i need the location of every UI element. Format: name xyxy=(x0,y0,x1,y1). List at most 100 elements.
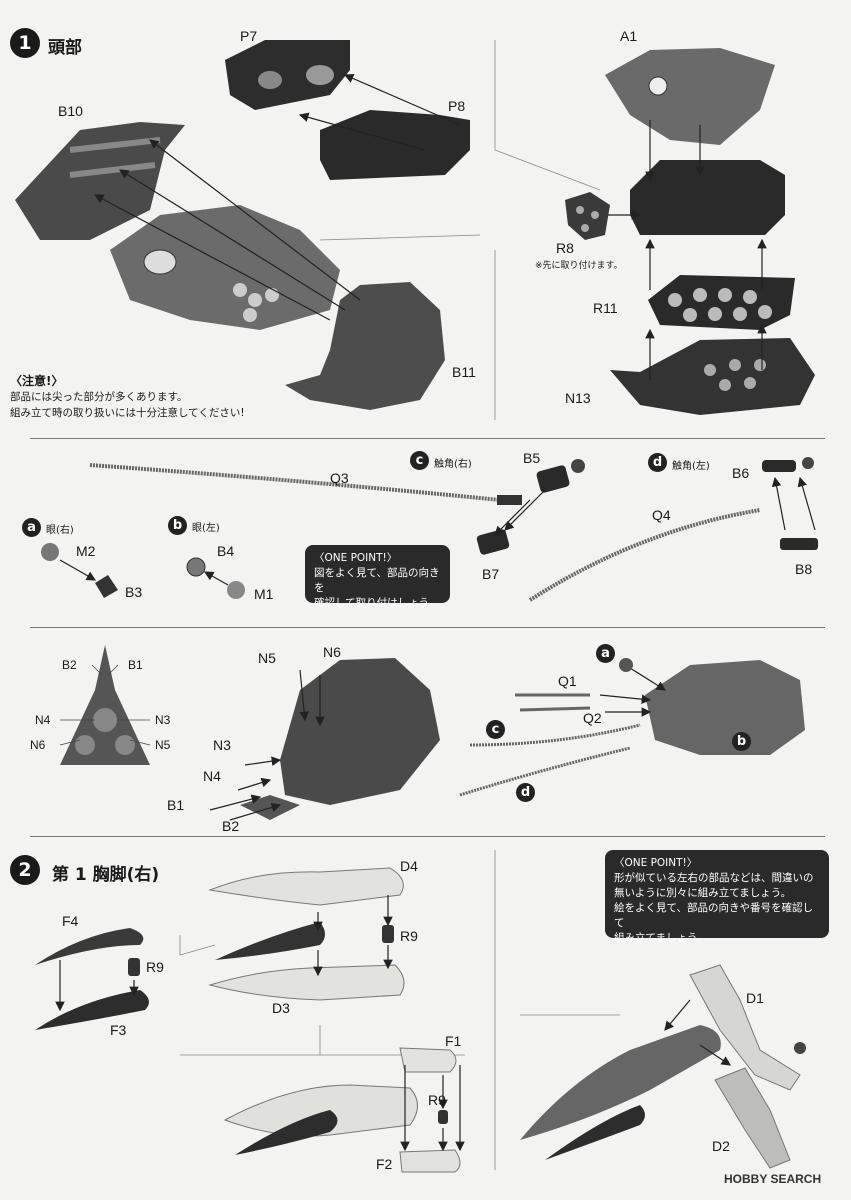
label-b6: B6 xyxy=(732,465,750,481)
step-1-title: 頭部 xyxy=(48,38,82,58)
label-p8: P8 xyxy=(448,98,466,114)
label-f1: F1 xyxy=(445,1033,462,1049)
label-m2: M2 xyxy=(76,543,96,559)
label-r11: R11 xyxy=(593,300,618,316)
label-b1-b: B1 xyxy=(167,797,185,813)
label-f4: F4 xyxy=(62,913,79,929)
label-b4: B4 xyxy=(217,543,235,559)
subpart-b-badge: b xyxy=(168,516,187,535)
onepoint-2-line3: 絵をよく見て、部品の向きや番号を確認して xyxy=(614,902,813,929)
part-b6 xyxy=(762,457,814,472)
divider-3 xyxy=(30,836,825,837)
label-p7: P7 xyxy=(240,28,258,44)
label-b1-a: B1 xyxy=(128,658,143,672)
label-m1: M1 xyxy=(254,586,274,602)
subpart-b-label: 眼(左) xyxy=(192,523,220,534)
label-n3-a: N3 xyxy=(155,713,171,727)
part-b5 xyxy=(536,459,585,493)
label-r9-a: R9 xyxy=(146,959,164,975)
part-leg-assembled xyxy=(520,964,806,1169)
part-head-assembled-2 xyxy=(645,660,805,755)
part-r11 xyxy=(648,275,795,330)
onepoint-2-line4: 組み立てましょう。 xyxy=(614,932,708,944)
part-r8 xyxy=(565,192,610,240)
label-b10: B10 xyxy=(58,103,83,119)
caution-line-1: 部品には尖った部分が多くあります。 xyxy=(10,391,188,403)
onepoint-2-title: 〈ONE POINT!〉 xyxy=(614,857,698,869)
label-b8: B8 xyxy=(795,561,813,577)
label-a1: A1 xyxy=(620,28,638,44)
part-b11 xyxy=(285,282,445,410)
label-n4-b: N4 xyxy=(203,768,221,784)
watermark: HOBBY SEARCH xyxy=(724,1172,822,1186)
label-n5-a: N5 xyxy=(155,738,171,752)
part-d3 xyxy=(208,964,405,1001)
label-d2: D2 xyxy=(712,1138,730,1154)
part-b8 xyxy=(780,538,818,550)
label-n6-b: N6 xyxy=(323,644,341,660)
part-f4 xyxy=(35,928,144,965)
onepoint-box-2: 〈ONE POINT!〉 形が似ている左右の部品などは、間違いの 無いように別々… xyxy=(605,850,829,944)
r8-note: ※先に取り付けます。 xyxy=(535,261,623,271)
part-a1 xyxy=(605,48,775,145)
divider-1 xyxy=(30,438,825,439)
label-q3: Q3 xyxy=(330,470,349,486)
part-p7 xyxy=(225,40,350,110)
part-n13 xyxy=(610,338,815,415)
label-b5: B5 xyxy=(523,450,541,466)
step-2-badge: 2 xyxy=(10,855,40,885)
label-b2-b: B2 xyxy=(222,818,240,834)
part-head-main xyxy=(110,205,340,330)
onepoint-1-line1: 図をよく見て、部品の向きを xyxy=(314,567,440,594)
subpart-d-label: 触角(左) xyxy=(672,461,710,472)
label-r9-c: R9 xyxy=(428,1092,446,1108)
label-d1: D1 xyxy=(746,990,764,1006)
label-b2-a: B2 xyxy=(62,658,77,672)
subpart-c-label: 触角(右) xyxy=(434,459,472,470)
part-f1 xyxy=(399,1047,457,1073)
label-n5-b: N5 xyxy=(258,650,276,666)
label-r9-b: R9 xyxy=(400,928,418,944)
callout-a: a xyxy=(596,644,615,663)
onepoint-box-1: 〈ONE POINT!〉 図をよく見て、部品の向きを 確認して取り付けしょう。 xyxy=(305,545,450,609)
divider-2 xyxy=(30,627,825,628)
onepoint-2-line2: 無いように別々に組み立てましょう。 xyxy=(614,887,792,899)
part-block-mid xyxy=(630,160,785,235)
part-b7 xyxy=(476,529,510,555)
subpart-a-badge: a xyxy=(22,518,41,537)
callout-d: d xyxy=(516,783,535,802)
label-n3-b: N3 xyxy=(213,737,231,753)
label-f3: F3 xyxy=(110,1022,127,1038)
callout-b: b xyxy=(732,732,751,751)
label-b7: B7 xyxy=(482,566,500,582)
label-d4: D4 xyxy=(400,858,418,874)
subpart-d-badge: d xyxy=(648,453,667,472)
label-q2: Q2 xyxy=(583,710,602,726)
part-head-assembled-1 xyxy=(240,658,440,820)
step-2-title: 第 1 胸脚(右) xyxy=(52,865,160,885)
label-b3: B3 xyxy=(125,584,143,600)
label-n4-a: N4 xyxy=(35,713,51,727)
onepoint-1-title: 〈ONE POINT!〉 xyxy=(314,552,398,564)
onepoint-1-line2: 確認して取り付けしょう。 xyxy=(314,597,440,609)
label-q1: Q1 xyxy=(558,673,577,689)
step-1-badge: 1 xyxy=(10,28,40,58)
label-q4: Q4 xyxy=(652,507,671,523)
subpart-c-badge: c xyxy=(410,451,429,470)
onepoint-2-line1: 形が似ている左右の部品などは、間違いの xyxy=(614,872,814,884)
label-n13: N13 xyxy=(565,390,591,406)
label-r8: R8 xyxy=(556,240,574,256)
part-f3 xyxy=(35,990,149,1030)
part-claw-dark-a xyxy=(215,922,325,960)
caution-line-2: 組み立て時の取り扱いには十分注意してください! xyxy=(10,407,245,419)
caution-title: 〈注意!〉 xyxy=(10,374,64,388)
part-p8 xyxy=(320,110,470,180)
callout-c: c xyxy=(486,720,505,739)
part-claw-assembly-lower xyxy=(223,1084,418,1155)
part-b10 xyxy=(15,122,185,240)
part-d4 xyxy=(208,867,404,906)
label-d3: D3 xyxy=(272,1000,290,1016)
subpart-a-label: 眼(右) xyxy=(46,525,74,536)
label-b11: B11 xyxy=(452,364,476,380)
